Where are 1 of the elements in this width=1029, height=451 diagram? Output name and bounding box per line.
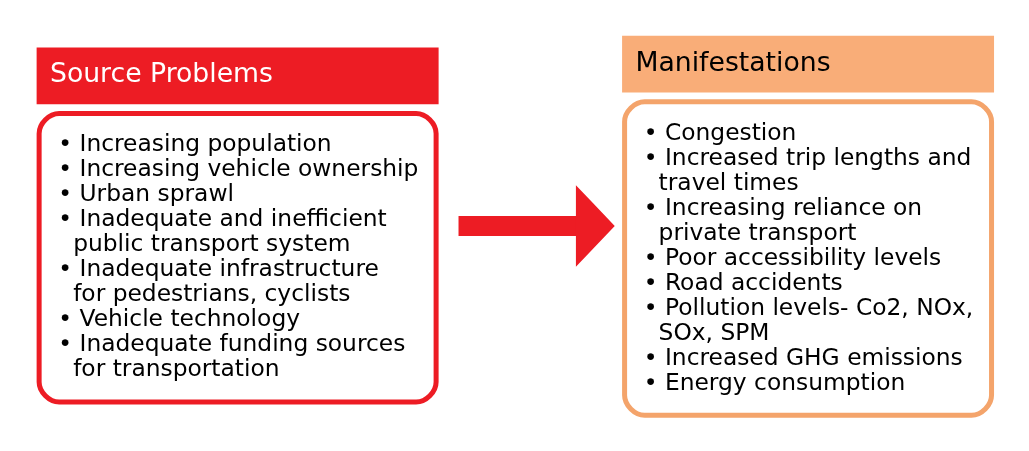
arrow xyxy=(458,184,615,267)
